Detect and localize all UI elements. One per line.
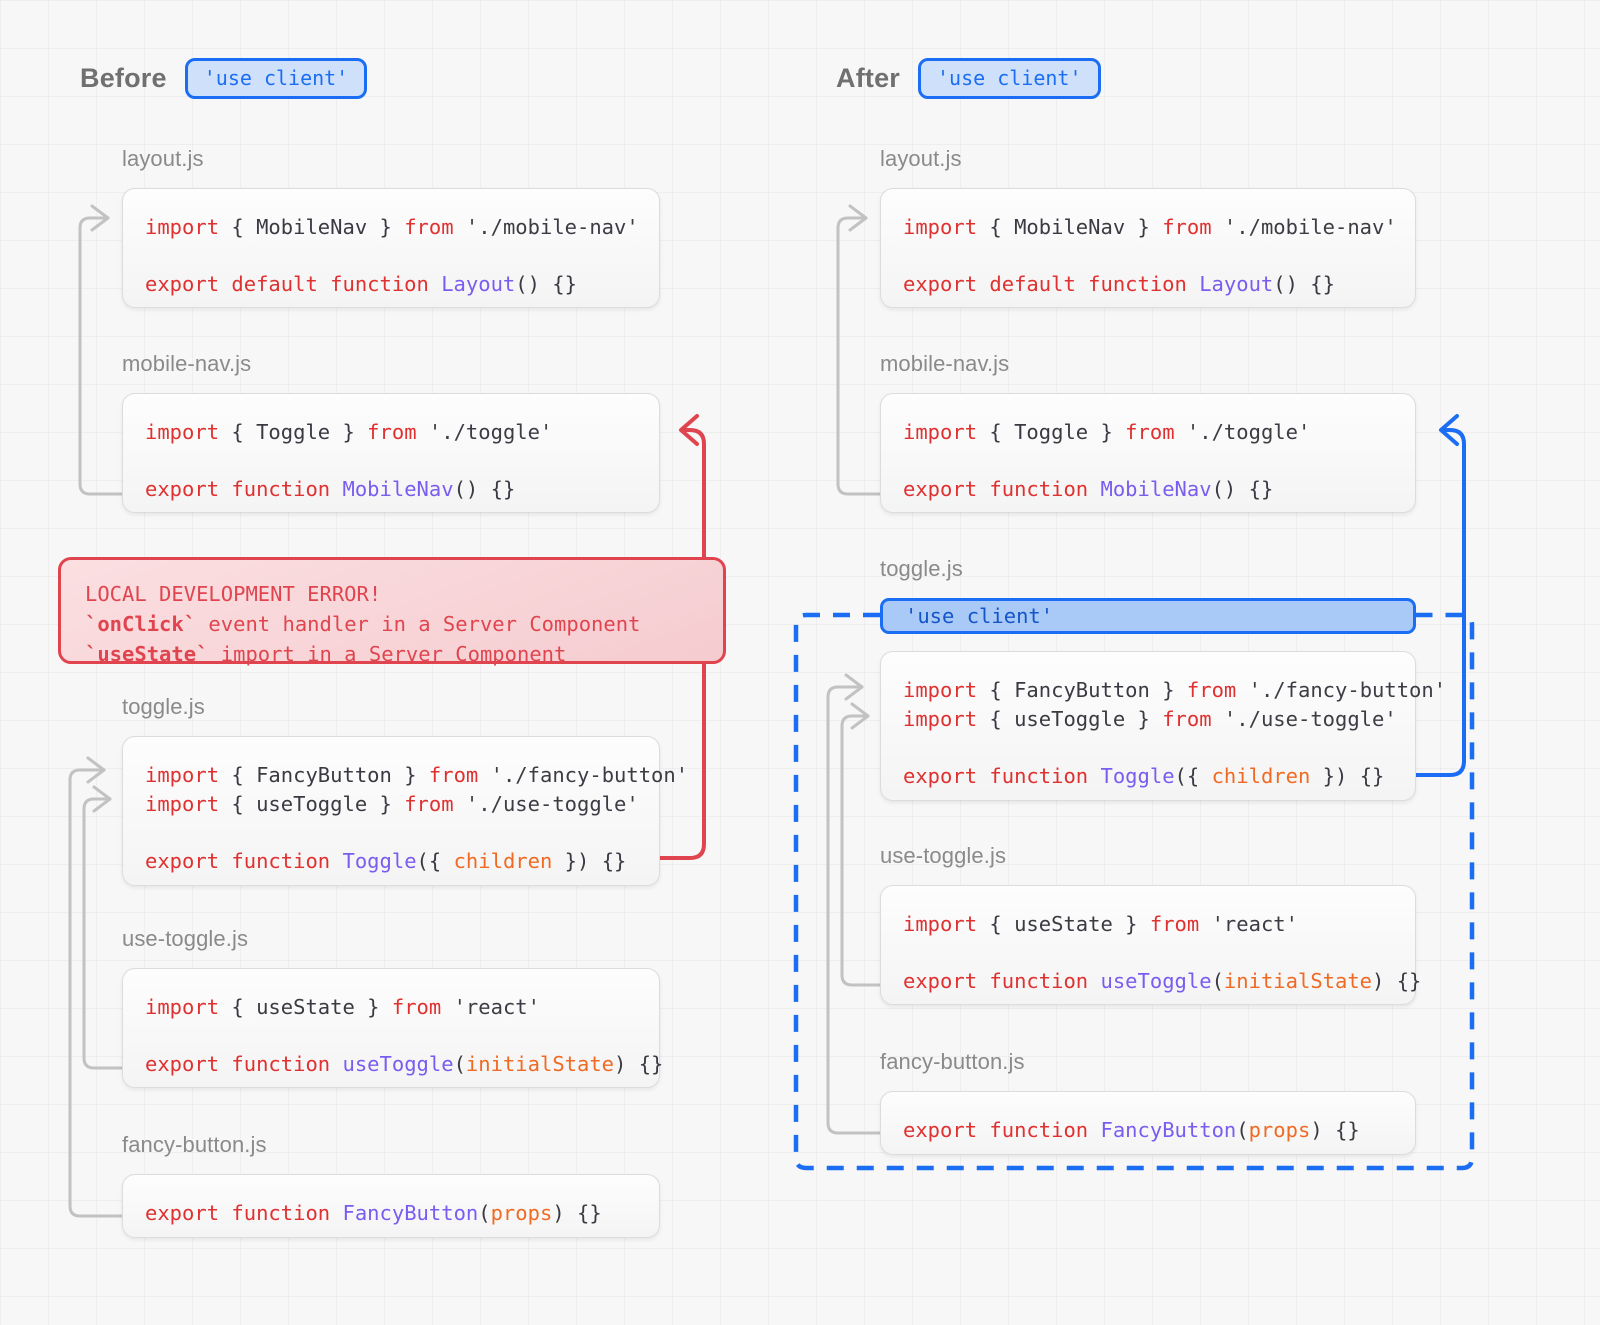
before-connector-layout	[78, 216, 130, 496]
local-development-error-box: LOCAL DEVELOPMENT ERROR! `onClick` event…	[58, 557, 726, 666]
after-client-connector	[1414, 428, 1466, 777]
use-client-directive-banner: 'use client'	[880, 598, 1416, 634]
after-arrowhead-layout	[848, 204, 868, 232]
after-arrowhead-usetoggle	[850, 702, 870, 730]
after-file-label-mobile-nav: mobile-nav.js	[880, 351, 1010, 376]
after-file-label-use-toggle: use-toggle.js	[880, 843, 1007, 868]
after-file-label-layout: layout.js	[880, 146, 962, 171]
after-code-fancy-button: export function FancyButton(props) {}	[880, 1091, 1416, 1155]
before-file-label-fancy-button: fancy-button.js	[122, 1132, 267, 1157]
after-code-use-toggle: import { useState } from 'react'export f…	[880, 885, 1421, 1005]
after-code-mobile-nav: import { Toggle } from './toggle'export …	[880, 393, 1416, 513]
before-arrowhead-usetoggle	[92, 785, 112, 813]
before-code-layout: import { MobileNav } from './mobile-nav'…	[122, 188, 660, 308]
error-title: LOCAL DEVELOPMENT ERROR!	[85, 582, 382, 606]
after-file-label-fancy-button: fancy-button.js	[880, 1049, 1025, 1074]
after-title: After	[836, 63, 901, 93]
after-header: After 'use client'	[836, 58, 1101, 99]
after-client-arrowhead	[1439, 414, 1459, 446]
before-code-fancy-button: export function FancyButton(props) {}	[122, 1174, 660, 1238]
before-header: Before 'use client'	[80, 58, 368, 99]
before-arrowhead-fancybutton	[86, 756, 106, 784]
after-code-layout: import { MobileNav } from './mobile-nav'…	[880, 188, 1416, 308]
before-code-mobile-nav: import { Toggle } from './toggle'export …	[122, 393, 660, 513]
before-error-arrowhead	[679, 414, 699, 446]
after-code-toggle: import { FancyButton } from './fancy-but…	[880, 651, 1446, 801]
before-code-toggle: import { FancyButton } from './fancy-but…	[122, 736, 688, 886]
before-file-label-toggle: toggle.js	[122, 694, 205, 719]
before-file-label-mobile-nav: mobile-nav.js	[122, 351, 252, 376]
before-file-label-use-toggle: use-toggle.js	[122, 926, 249, 951]
after-connector-fancybutton	[826, 685, 888, 1135]
before-code-use-toggle: import { useState } from 'react'export f…	[122, 968, 663, 1088]
before-title: Before	[80, 63, 167, 93]
before-arrowhead-layout	[90, 204, 110, 232]
before-use-client-pill: 'use client'	[184, 58, 368, 99]
before-connector-fancybutton	[68, 768, 130, 1218]
before-file-label-layout: layout.js	[122, 146, 204, 171]
after-arrowhead-fancybutton	[844, 673, 864, 701]
after-connector-layout	[836, 216, 888, 496]
after-use-client-pill: 'use client'	[918, 58, 1101, 99]
after-file-label-toggle: toggle.js	[880, 556, 963, 581]
